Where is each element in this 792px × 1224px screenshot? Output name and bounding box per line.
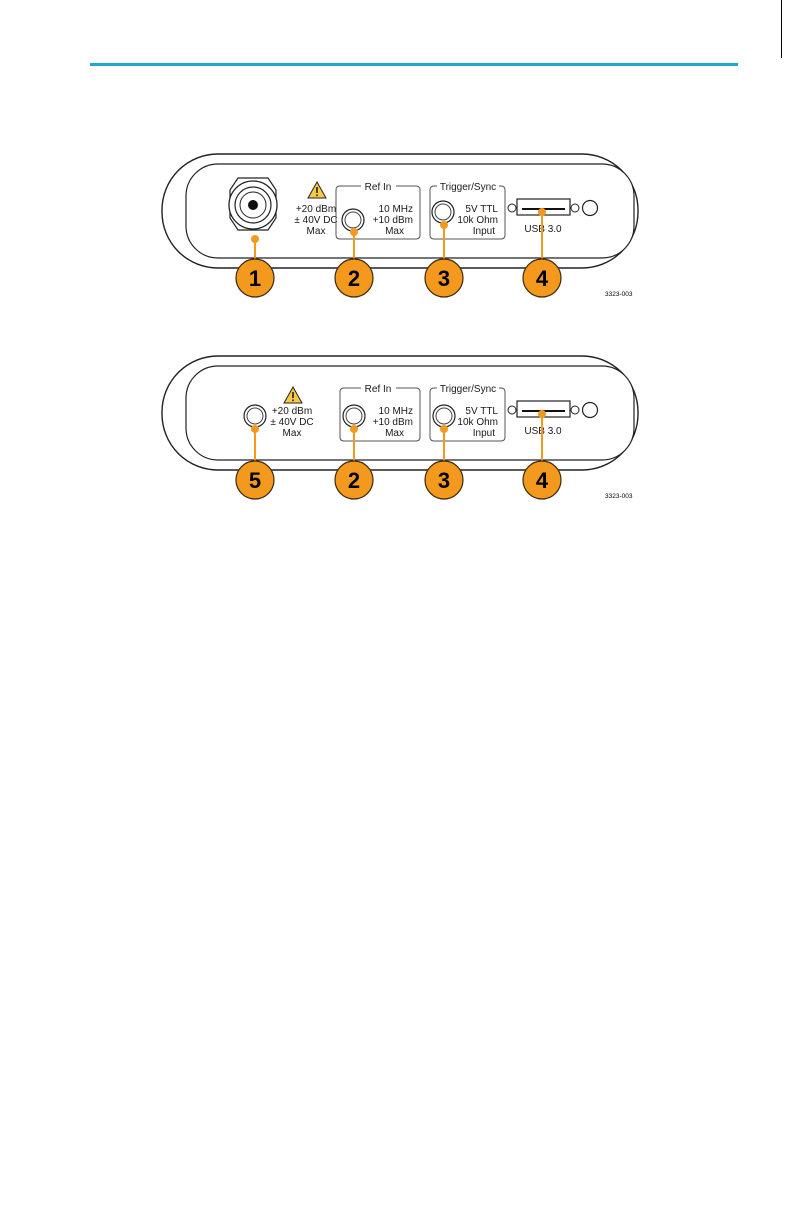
svg-text:3: 3 — [438, 266, 450, 291]
ref-in-bnc-connector — [343, 405, 365, 427]
ref-in-spec-3: Max — [385, 428, 404, 439]
ref-in-spec-1: 10 MHz — [379, 406, 413, 417]
trigger-spec-1: 5V TTL — [465, 204, 498, 215]
rf-rating-line-2: ± 40V DC — [294, 215, 337, 226]
trigger-spec-2: 10k Ohm — [457, 215, 498, 226]
callout-3: 3 — [425, 461, 463, 499]
rf-rating-line-2: ± 40V DC — [270, 417, 313, 428]
figure-code: 3323-003 — [605, 291, 633, 298]
callout-2: 2 — [335, 461, 373, 499]
trigger-bnc-connector — [432, 201, 454, 223]
rear-panel-figure-type-n: +20 dBm ± 40V DC Max Ref In 10 MHz +10 d… — [150, 150, 650, 310]
ref-in-spec-3: Max — [385, 226, 404, 237]
svg-text:4: 4 — [536, 266, 549, 291]
svg-text:4: 4 — [536, 468, 549, 493]
trim-line — [781, 0, 782, 58]
rf-rating-line-3: Max — [283, 428, 302, 439]
rf-input-type-n-connector — [229, 178, 277, 230]
callout-1: 1 — [236, 259, 274, 297]
callout-4: 4 — [523, 259, 561, 297]
rf-rating-line-1: +20 dBm — [296, 204, 336, 215]
usb-label: USB 3.0 — [524, 224, 562, 235]
rf-rating-line-1: +20 dBm — [272, 406, 312, 417]
ref-in-bnc-connector — [342, 209, 364, 231]
ref-in-spec-2: +10 dBm — [373, 417, 413, 428]
trigger-spec-2: 10k Ohm — [457, 417, 498, 428]
svg-text:2: 2 — [348, 468, 360, 493]
callout-3: 3 — [425, 259, 463, 297]
rf-rating-line-3: Max — [307, 226, 326, 237]
callout-2: 2 — [335, 259, 373, 297]
figure-code: 3323-003 — [605, 493, 633, 500]
svg-text:2: 2 — [348, 266, 360, 291]
ref-in-title: Ref In — [365, 384, 392, 395]
trigger-sync-title: Trigger/Sync — [440, 182, 496, 193]
trigger-bnc-connector — [433, 405, 455, 427]
ref-in-spec-2: +10 dBm — [373, 215, 413, 226]
header-rule — [90, 63, 738, 66]
rear-panel-figure-sma: +20 dBm ± 40V DC Max Ref In 10 MHz +10 d… — [150, 352, 650, 512]
svg-text:5: 5 — [249, 468, 261, 493]
trigger-spec-1: 5V TTL — [465, 406, 498, 417]
callout-4: 4 — [523, 461, 561, 499]
rf-input-sma-connector — [244, 405, 266, 427]
svg-text:3: 3 — [438, 468, 450, 493]
usb-label: USB 3.0 — [524, 426, 562, 437]
ref-in-spec-1: 10 MHz — [379, 204, 413, 215]
trigger-sync-title: Trigger/Sync — [440, 384, 496, 395]
trigger-spec-3: Input — [473, 428, 495, 439]
svg-text:1: 1 — [249, 266, 261, 291]
callout-5: 5 — [236, 461, 274, 499]
trigger-spec-3: Input — [473, 226, 495, 237]
ref-in-title: Ref In — [365, 182, 392, 193]
